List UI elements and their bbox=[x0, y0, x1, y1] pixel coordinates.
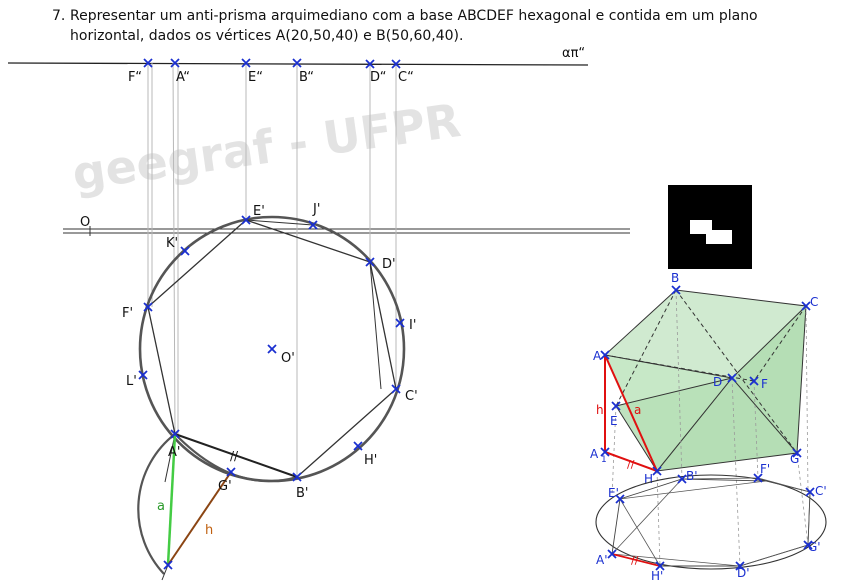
base-label-d: D' bbox=[737, 566, 750, 580]
solid-label-mark: // bbox=[627, 458, 635, 471]
solid-label-a1: A bbox=[590, 447, 599, 461]
plan-label-j: J' bbox=[312, 202, 320, 217]
base-label-c: C' bbox=[815, 484, 827, 498]
problem-line-1: Representar um anti-prisma arquimediano … bbox=[70, 8, 758, 24]
problem-line-2: horizontal, dados os vértices A(20,50,40… bbox=[70, 28, 464, 44]
solid-label-f: F bbox=[761, 377, 768, 391]
elev-label-b: B“ bbox=[299, 70, 314, 85]
plan-label-e: E' bbox=[253, 204, 265, 219]
base-label-a: A' bbox=[596, 553, 608, 567]
plan-label-c: C' bbox=[405, 389, 418, 404]
elev-label-e: E“ bbox=[248, 70, 263, 85]
plan-label-a: A' bbox=[168, 445, 180, 460]
solid-label-a: A bbox=[593, 349, 602, 363]
base-label-f: F' bbox=[760, 462, 770, 476]
plan-label-equal-mark: // bbox=[230, 449, 239, 463]
solid-label-g: G bbox=[790, 452, 799, 466]
plan-label-b: B' bbox=[296, 486, 309, 501]
problem-statement: 7.Representar um anti-prisma arquimedian… bbox=[52, 6, 812, 46]
elev-label-d: D“ bbox=[370, 70, 386, 85]
solid-label-c: C bbox=[810, 295, 818, 309]
base-label-mark: // bbox=[631, 554, 639, 567]
elev-label-f: F“ bbox=[128, 70, 142, 85]
solid-label-h: h bbox=[596, 403, 604, 417]
plan-label-a-edge: a bbox=[157, 499, 165, 514]
base-label-b: B' bbox=[686, 469, 698, 483]
problem-number: 7. bbox=[52, 8, 66, 24]
plan-label-o: O' bbox=[281, 351, 295, 366]
origin-label: O bbox=[80, 215, 90, 230]
plane-label: απ“ bbox=[562, 46, 585, 61]
solid-label-b: B bbox=[671, 271, 679, 285]
solid-label-h-vertex: H bbox=[644, 472, 653, 486]
plan-label-i: I' bbox=[409, 318, 416, 333]
base-label-e: E' bbox=[608, 486, 619, 500]
plan-label-l: L' bbox=[126, 374, 137, 389]
solid-label-e: E bbox=[610, 414, 618, 428]
plan-label-h: H' bbox=[364, 453, 377, 468]
plan-label-h-edge: h bbox=[205, 523, 213, 538]
plan-points bbox=[138, 215, 405, 570]
base-label-g: G' bbox=[808, 540, 821, 554]
elev-label-a: A“ bbox=[176, 70, 190, 85]
base-points bbox=[607, 473, 815, 571]
elev-label-c: C“ bbox=[398, 70, 414, 85]
solid-label-d: D bbox=[713, 375, 722, 389]
solid-label-a1-sub: 1 bbox=[601, 455, 607, 465]
qr-code bbox=[668, 185, 752, 269]
plan-label-f: F' bbox=[122, 306, 133, 321]
recall-lines bbox=[147, 62, 397, 477]
plan-label-d: D' bbox=[382, 257, 396, 272]
antiprism-3d bbox=[604, 289, 809, 567]
watermark: geegraf - UFPR bbox=[69, 93, 464, 201]
plan-label-g: G' bbox=[218, 479, 232, 494]
base-label-h: H' bbox=[651, 569, 663, 583]
plan-label-k: K' bbox=[166, 236, 178, 251]
solid-label-a-edge: a bbox=[634, 403, 641, 417]
